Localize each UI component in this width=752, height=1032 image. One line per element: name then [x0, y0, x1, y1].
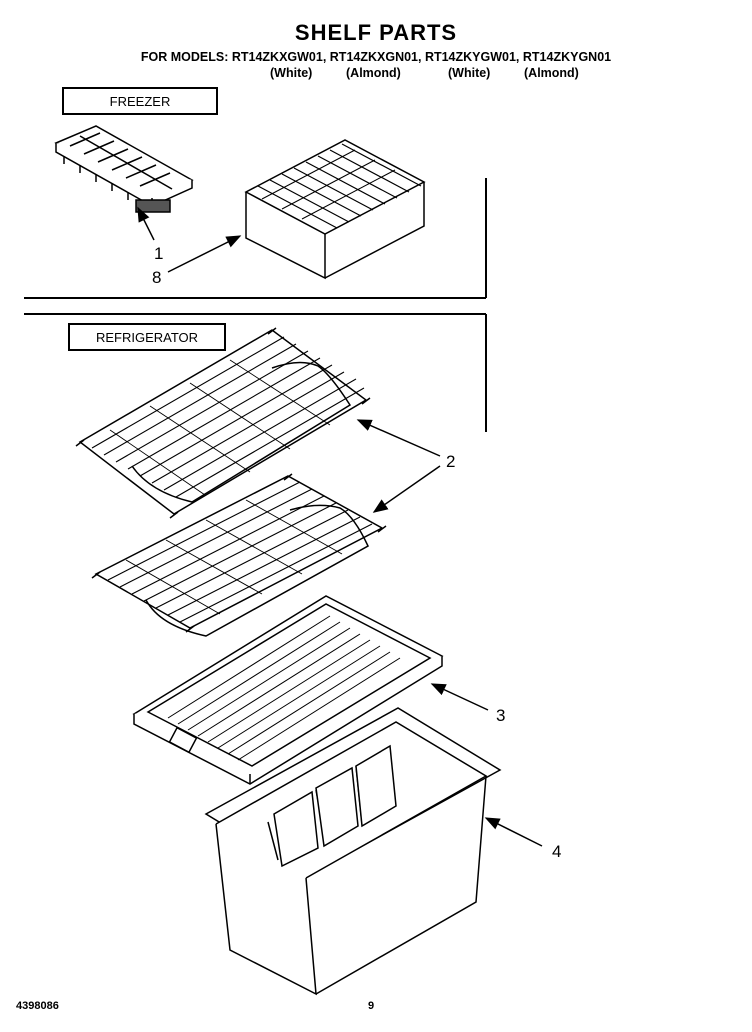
color-label-3: (White) [448, 66, 491, 80]
callout-crisper-pan: 4 [552, 842, 562, 861]
color-label-4: (Almond) [524, 66, 579, 80]
color-label-1: (White) [270, 66, 313, 80]
doc-number: 4398086 [16, 1000, 59, 1012]
freezer-wire-shelf [244, 139, 426, 280]
models-line: FOR MODELS: RT14ZKXGW01, RT14ZKXGN01, RT… [140, 50, 612, 64]
freezer-section-label: FREEZER [62, 87, 218, 115]
callout-wire-shelf: 2 [446, 452, 456, 471]
wire-shelf-upper [75, 327, 371, 519]
freezer-section-frame [24, 178, 487, 299]
callout-crisper-cover: 3 [496, 706, 506, 725]
callout-freezer-shelf: 8 [152, 268, 162, 287]
wire-shelf-lower [91, 473, 387, 637]
ice-cube-tray [54, 125, 194, 213]
leader-lines [137, 206, 543, 847]
crisper-cover [132, 595, 444, 785]
refrigerator-section-label: REFRIGERATOR [68, 323, 226, 351]
page-title: SHELF PARTS [294, 20, 458, 45]
refrigerator-section-frame [24, 313, 487, 432]
callout-ice-tray: 1 [154, 244, 164, 263]
page-number: 9 [368, 1000, 375, 1012]
color-label-2: (Almond) [346, 66, 401, 80]
crisper-pan [204, 707, 502, 996]
